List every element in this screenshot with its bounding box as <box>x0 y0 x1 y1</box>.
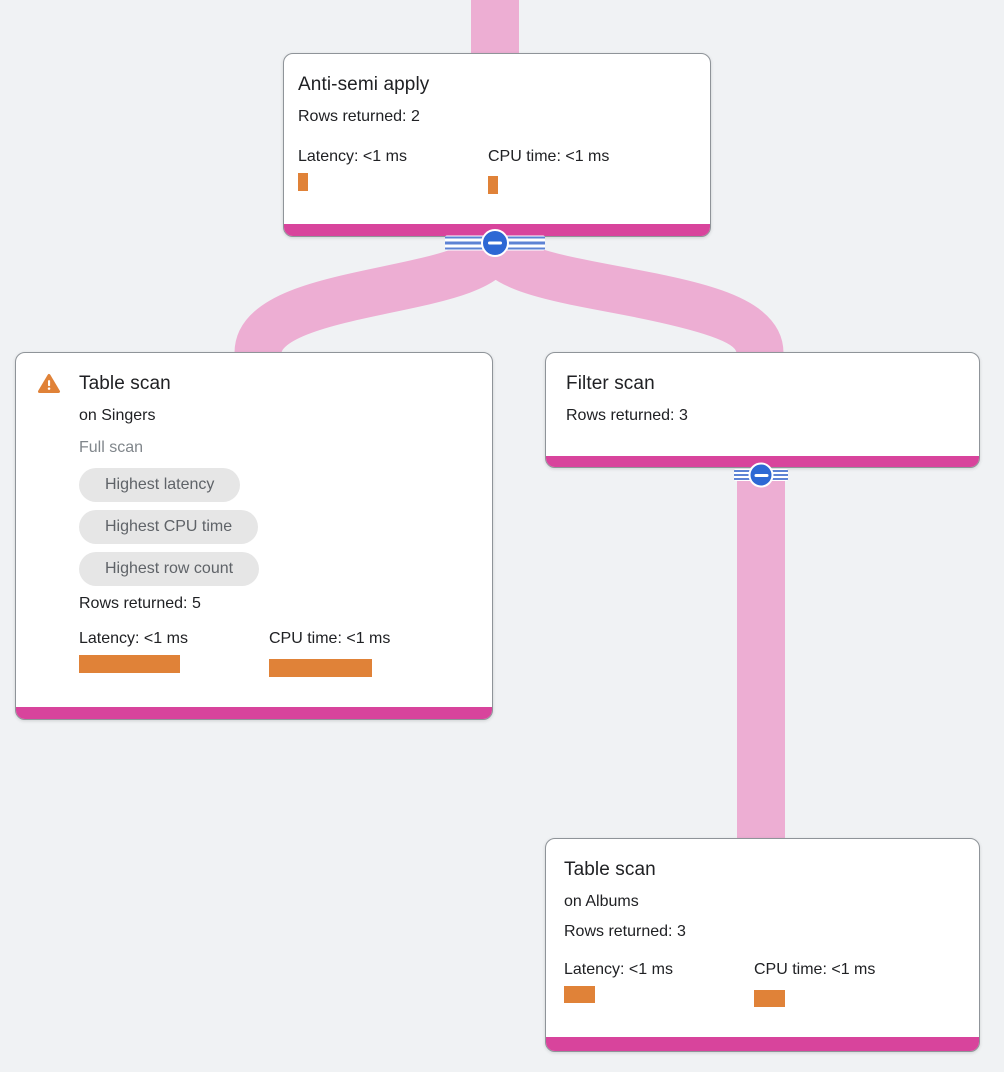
cpu-label: CPU time: <1 ms <box>754 961 876 978</box>
collapse-button-filter-scan[interactable] <box>734 462 788 488</box>
latency-label: Latency: <1 ms <box>79 630 188 647</box>
plan-node-filter-scan[interactable]: Filter scan Rows returned: 3 <box>545 352 980 468</box>
metrics-row: Latency: <1 ms CPU time: <1 ms <box>79 629 476 677</box>
cpu-bar <box>488 176 498 194</box>
edge-filter-scan-to-table-scan-albums <box>737 470 785 838</box>
cpu-bar <box>754 990 785 1007</box>
plan-node-table-scan-albums[interactable]: Table scan on Albums Rows returned: 3 La… <box>545 838 980 1052</box>
badge-highest-cpu-time: Highest CPU time <box>79 510 259 544</box>
metrics-row: Latency: <1 ms CPU time: <1 ms <box>298 147 696 194</box>
cpu-bar <box>269 659 372 677</box>
rows-returned: Rows returned: 2 <box>298 108 420 125</box>
cpu-metric: CPU time: <1 ms <box>754 960 944 1007</box>
scan-target: on Albums <box>564 893 639 910</box>
warning-icon <box>38 374 60 393</box>
scan-type: Full scan <box>79 439 144 456</box>
edge-anti-semi-to-filter-scan <box>471 234 784 358</box>
latency-bar <box>79 655 180 673</box>
cpu-label: CPU time: <1 ms <box>488 148 610 165</box>
node-footer-strip <box>546 1037 979 1051</box>
cpu-label: CPU time: <1 ms <box>269 630 391 647</box>
badge-highest-latency: Highest latency <box>79 468 241 502</box>
latency-metric: Latency: <1 ms <box>564 960 754 1007</box>
cpu-metric: CPU time: <1 ms <box>269 629 459 677</box>
collapse-button-anti-semi[interactable] <box>445 228 545 258</box>
metrics-row: Latency: <1 ms CPU time: <1 ms <box>564 960 963 1007</box>
node-title: Table scan <box>564 859 656 880</box>
node-footer-strip <box>16 707 492 719</box>
latency-bar <box>298 173 308 191</box>
latency-bar <box>564 986 595 1003</box>
rows-returned: Rows returned: 3 <box>566 407 688 424</box>
badge-list: Highest latency Highest CPU time Highest… <box>79 468 476 586</box>
plan-node-table-scan-singers[interactable]: Table scan on Singers Full scan Highest … <box>15 352 493 720</box>
latency-metric: Latency: <1 ms <box>79 629 269 677</box>
cpu-metric: CPU time: <1 ms <box>488 147 678 194</box>
node-footer-strip <box>546 456 979 467</box>
rows-returned: Rows returned: 5 <box>79 595 201 612</box>
plan-node-anti-semi-apply[interactable]: Anti-semi apply Rows returned: 2 Latency… <box>283 53 711 237</box>
latency-label: Latency: <1 ms <box>298 148 407 165</box>
node-title: Anti-semi apply <box>298 74 430 95</box>
badge-highest-row-count: Highest row count <box>79 552 260 586</box>
minus-icon <box>748 462 774 488</box>
latency-label: Latency: <1 ms <box>564 961 673 978</box>
latency-metric: Latency: <1 ms <box>298 147 488 194</box>
minus-icon <box>481 229 509 257</box>
scan-target: on Singers <box>79 407 156 424</box>
node-title: Table scan <box>79 373 171 394</box>
node-title: Filter scan <box>566 373 655 394</box>
rows-returned: Rows returned: 3 <box>564 923 686 940</box>
edge-incoming-top <box>471 0 519 55</box>
